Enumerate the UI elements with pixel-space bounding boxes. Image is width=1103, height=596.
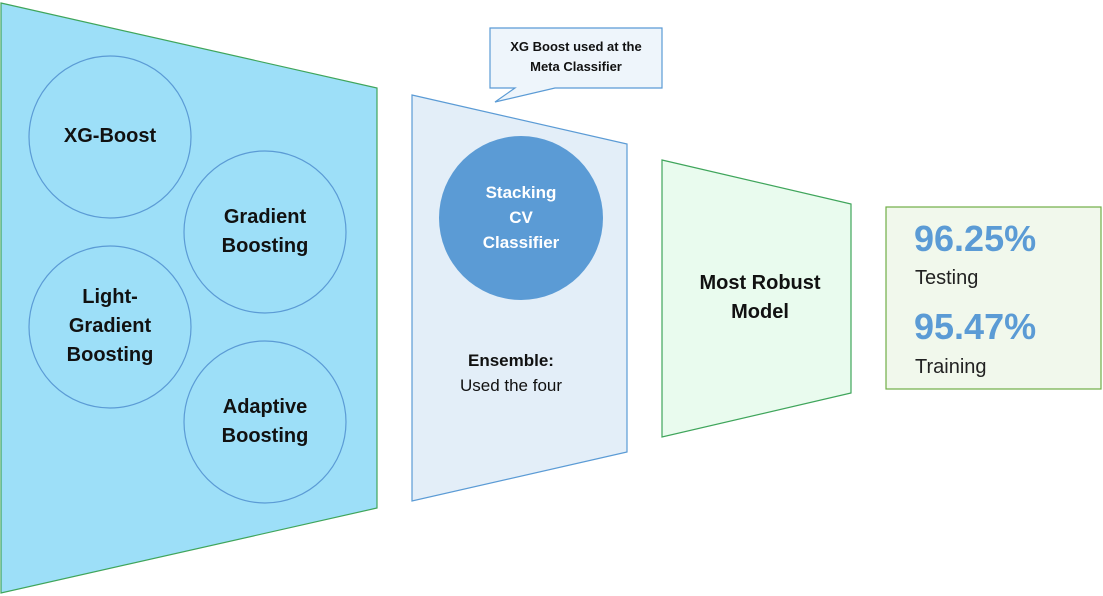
- most-robust-model-label: Most Robust Model: [699, 272, 821, 323]
- xgboost-circle: [28, 55, 192, 219]
- adaptive-boosting-label: Adaptive Boosting: [221, 396, 309, 447]
- training-accuracy-value: 95.47%: [914, 306, 1037, 347]
- meta-classifier-callout: [489, 27, 663, 103]
- gradient-boosting-circle: [183, 150, 347, 314]
- gradient-boosting-label: Gradient Boosting: [221, 206, 309, 257]
- training-label: Training: [915, 356, 987, 378]
- ensemble-body: Used the four: [459, 376, 563, 395]
- ensemble-title: Ensemble:: [468, 351, 554, 370]
- base-models-panel: [0, 2, 378, 594]
- stacking-classifier-label: Stacking CV Classifier: [482, 183, 560, 252]
- testing-label: Testing: [915, 267, 979, 289]
- metrics-box: [885, 206, 1102, 390]
- stacking-circle: [439, 136, 603, 300]
- robust-model-panel: [661, 159, 852, 438]
- testing-accuracy-value: 96.25%: [914, 218, 1037, 259]
- light-gradient-boosting-label: Light- Gradient Boosting: [66, 286, 154, 366]
- light-gradient-boosting-circle: [28, 245, 192, 409]
- meta-classifier-callout-text: XG Boost used at the Meta Classifier: [510, 39, 642, 74]
- xgboost-label: XG-Boost: [63, 125, 157, 147]
- adaptive-boosting-circle: [183, 340, 347, 504]
